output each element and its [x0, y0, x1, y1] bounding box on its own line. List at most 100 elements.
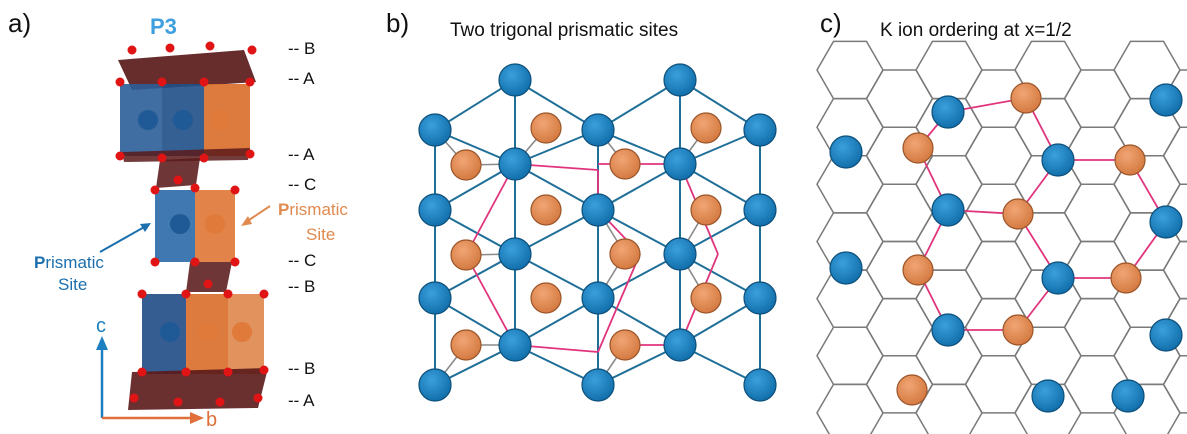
orange-site [690, 112, 722, 144]
blue-site [663, 328, 697, 362]
blue-site [743, 281, 777, 315]
arrowhead-right [241, 216, 252, 226]
hex-cell [816, 326, 884, 386]
blue-site [1111, 379, 1145, 413]
orange-site [902, 132, 934, 164]
octahedral-layer-top [118, 50, 256, 90]
orange-site [609, 238, 641, 270]
octahedral-link-2 [186, 262, 232, 292]
prism-center-blue-2 [173, 110, 193, 130]
hex-cell [1162, 240, 1187, 300]
hex-cell [1063, 297, 1132, 357]
blue-site [1041, 143, 1075, 177]
stacking-label: -- B [288, 39, 315, 58]
label-rest: rismatic [289, 200, 348, 219]
blue-site [581, 281, 615, 315]
stacking-label: -- A [288, 69, 315, 88]
axis-b-arrowhead [190, 412, 204, 424]
blue-site [1031, 379, 1065, 413]
prism-center-orange-bottom [198, 322, 218, 342]
axis-b-label: b [206, 409, 217, 431]
blue-site [931, 193, 965, 227]
panel-c-title: K ion ordering at x=1/2 [880, 20, 1072, 41]
label-bold-letter: P [34, 253, 45, 272]
blue-site [581, 193, 615, 227]
orange-site [1002, 198, 1034, 230]
panel-c: c) K ion ordering at x=1/2 [816, 8, 1187, 434]
panel-a-title: P3 [150, 14, 177, 39]
octahedral-layer-bottom [128, 368, 268, 410]
prismatic-site-label-left: Prismatic Site [34, 253, 104, 294]
hex-cell [964, 355, 1033, 414]
blue-site [418, 113, 452, 147]
orange-site [902, 254, 934, 286]
blue-site [743, 193, 777, 227]
orange-site [690, 194, 722, 226]
orange-site [1010, 82, 1042, 114]
hex-cell [865, 297, 934, 357]
blue-site [498, 237, 532, 271]
hex-cell [1063, 183, 1132, 243]
blue-site [1149, 318, 1183, 352]
orange-site [530, 112, 562, 144]
hex-cell [964, 240, 1033, 300]
blue-site [498, 63, 532, 97]
blue-site [418, 281, 452, 315]
blue-site [743, 113, 777, 147]
panel-b: b) Two trigonal prismatic sites [386, 8, 777, 402]
blue-site [663, 147, 697, 181]
blue-site [829, 135, 863, 169]
label-bold-letter: P [278, 200, 289, 219]
stacking-label: -- A [288, 145, 315, 164]
blue-site [829, 251, 863, 285]
hex-cell [915, 40, 983, 100]
orange-site [690, 282, 722, 314]
panel-c-letter: c) [820, 8, 842, 38]
hex-cell [1063, 69, 1132, 128]
blue-site [498, 328, 532, 362]
blue-site [418, 368, 452, 402]
blue-site [1149, 83, 1183, 117]
arrow-to-right-prism [245, 205, 271, 223]
orange-site [609, 148, 641, 180]
axis-c-arrowhead [96, 336, 108, 350]
prismatic-site-label-right: Prismatic Site [278, 200, 348, 244]
orange-site [1114, 144, 1146, 176]
hex-cell [865, 69, 934, 128]
label-line2: Site [306, 225, 335, 244]
label-line2: Site [58, 275, 87, 294]
blue-site [931, 313, 965, 347]
prism-center-orange [210, 110, 230, 130]
stacking-label: -- B [288, 277, 315, 296]
lattice-c [816, 40, 1187, 434]
axis-c-label: c [96, 315, 106, 337]
hex-cell [964, 126, 1033, 186]
prism-center-blue-1 [138, 110, 158, 130]
orange-site [450, 239, 482, 271]
svg-text:Prismatic: Prismatic [278, 200, 348, 219]
svg-text:Prismatic: Prismatic [34, 253, 104, 272]
ordering-line [465, 163, 516, 256]
blue-site [1041, 261, 1075, 295]
blue-site [581, 113, 615, 147]
blue-site [581, 368, 615, 402]
blue-site [1149, 205, 1183, 239]
panel-a-letter: a) [8, 8, 31, 38]
orange-site [896, 374, 928, 406]
blue-site [418, 193, 452, 227]
panel-a: a) P3 [8, 8, 348, 431]
stacking-label: -- A [288, 391, 315, 410]
orange-site [450, 149, 482, 181]
octahedral-layer-top-bottom [122, 148, 250, 162]
ordering-line [465, 254, 516, 346]
stacking-label: -- B [288, 359, 315, 378]
hex-cell [1162, 126, 1187, 186]
prism-center-orange-middle [205, 214, 225, 234]
orange-site [530, 282, 562, 314]
orange-site [530, 194, 562, 226]
orange-site [1002, 314, 1034, 346]
prism-center-blue-middle [170, 214, 190, 234]
panel-b-letter: b) [386, 8, 409, 38]
stacking-label: -- C [288, 251, 316, 270]
